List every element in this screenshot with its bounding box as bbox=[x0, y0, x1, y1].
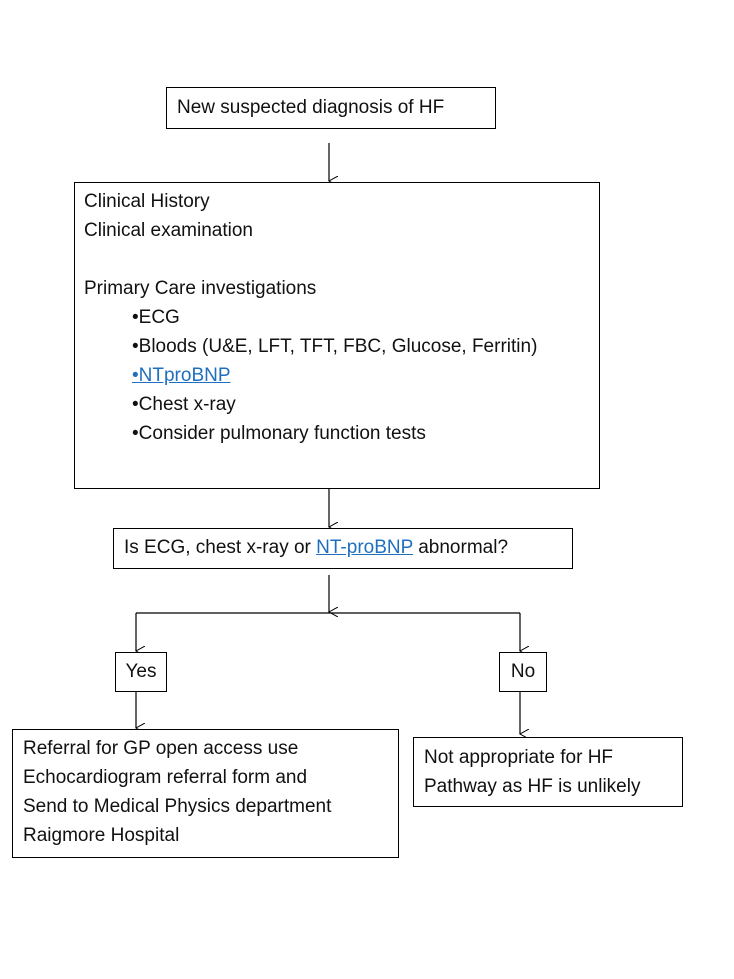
no-outcome-line: Pathway as HF is unlikely bbox=[424, 776, 641, 797]
clinical-history: Clinical History bbox=[84, 191, 210, 212]
investigations-heading: Primary Care investigations bbox=[84, 278, 317, 299]
item-pulmonary: •Consider pulmonary function tests bbox=[132, 423, 426, 444]
decision-text: Is ECG, chest x-ray or bbox=[124, 537, 317, 558]
start-text: New suspected diagnosis of HF bbox=[177, 97, 445, 118]
ntprobnp-link[interactable]: NT-proBNP bbox=[316, 537, 413, 558]
yes-outcome-line: Referral for GP open access use bbox=[23, 738, 299, 759]
no-outcome-line: Not appropriate for HF bbox=[424, 747, 614, 768]
yes-label: Yes bbox=[125, 661, 157, 682]
item-bloods: •Bloods (U&E, LFT, TFT, FBC, Glucose, Fe… bbox=[132, 336, 538, 357]
yes-outcome-line: Raigmore Hospital bbox=[23, 825, 180, 846]
no-label: No bbox=[510, 661, 536, 682]
clinical-examination: Clinical examination bbox=[84, 220, 253, 241]
item-ecg: •ECG bbox=[132, 307, 180, 328]
item-ntprobnp-link[interactable]: •NTproBNP bbox=[132, 365, 231, 386]
start-box: New suspected diagnosis of HF bbox=[166, 87, 496, 129]
decision-text-end: abnormal? bbox=[412, 537, 509, 558]
assessment-box: Clinical History Clinical examination Pr… bbox=[74, 182, 600, 489]
decision-box: Is ECG, chest x-ray or NT-proBNP abnorma… bbox=[113, 528, 573, 569]
item-chest-xray: •Chest x-ray bbox=[132, 394, 236, 415]
yes-outcome-line: Echocardiogram referral form and bbox=[23, 767, 308, 788]
yes-outcome-line: Send to Medical Physics department bbox=[23, 796, 332, 817]
no-box: No bbox=[499, 652, 547, 692]
no-outcome-box: Not appropriate for HF Pathway as HF is … bbox=[413, 737, 683, 807]
yes-outcome-box: Referral for GP open access use Echocard… bbox=[12, 729, 399, 858]
yes-box: Yes bbox=[115, 652, 167, 692]
